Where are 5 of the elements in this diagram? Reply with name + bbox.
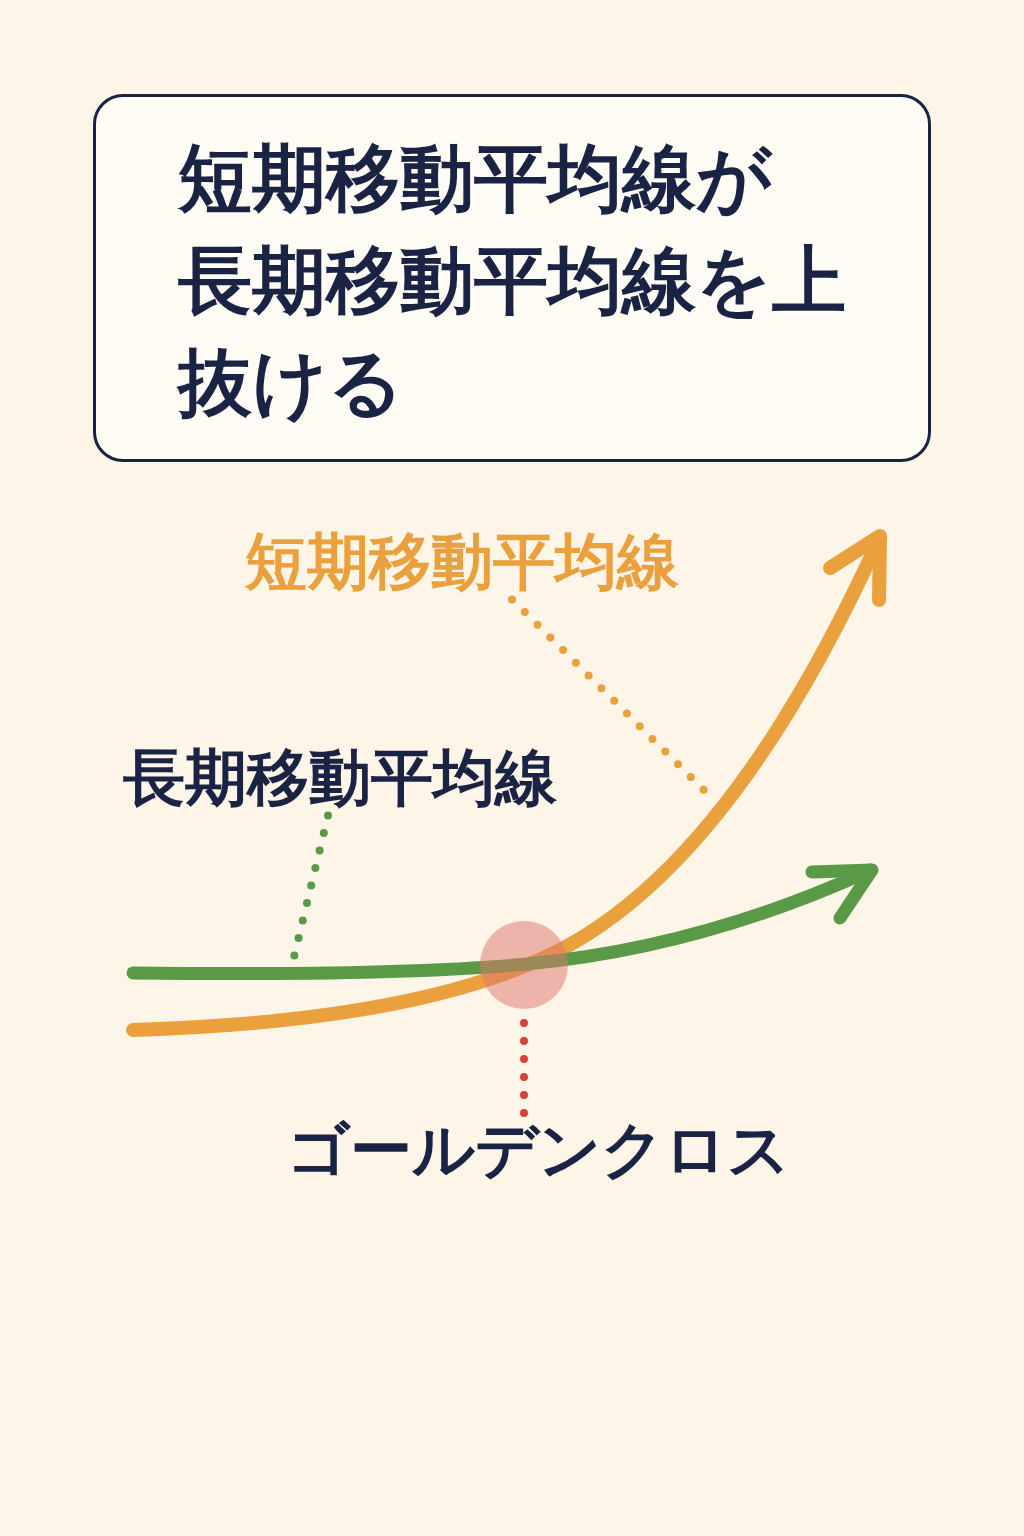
steep-curve-arrow — [124, 528, 888, 1038]
heading-box: 短期移動平均線が長期移動平均線を上抜ける — [93, 94, 931, 462]
crossing-label: ゴールデンクロス — [287, 1113, 790, 1188]
line-label: 短期移動平均線 — [245, 525, 679, 600]
line-label: 長期移動平均線 — [123, 741, 557, 816]
